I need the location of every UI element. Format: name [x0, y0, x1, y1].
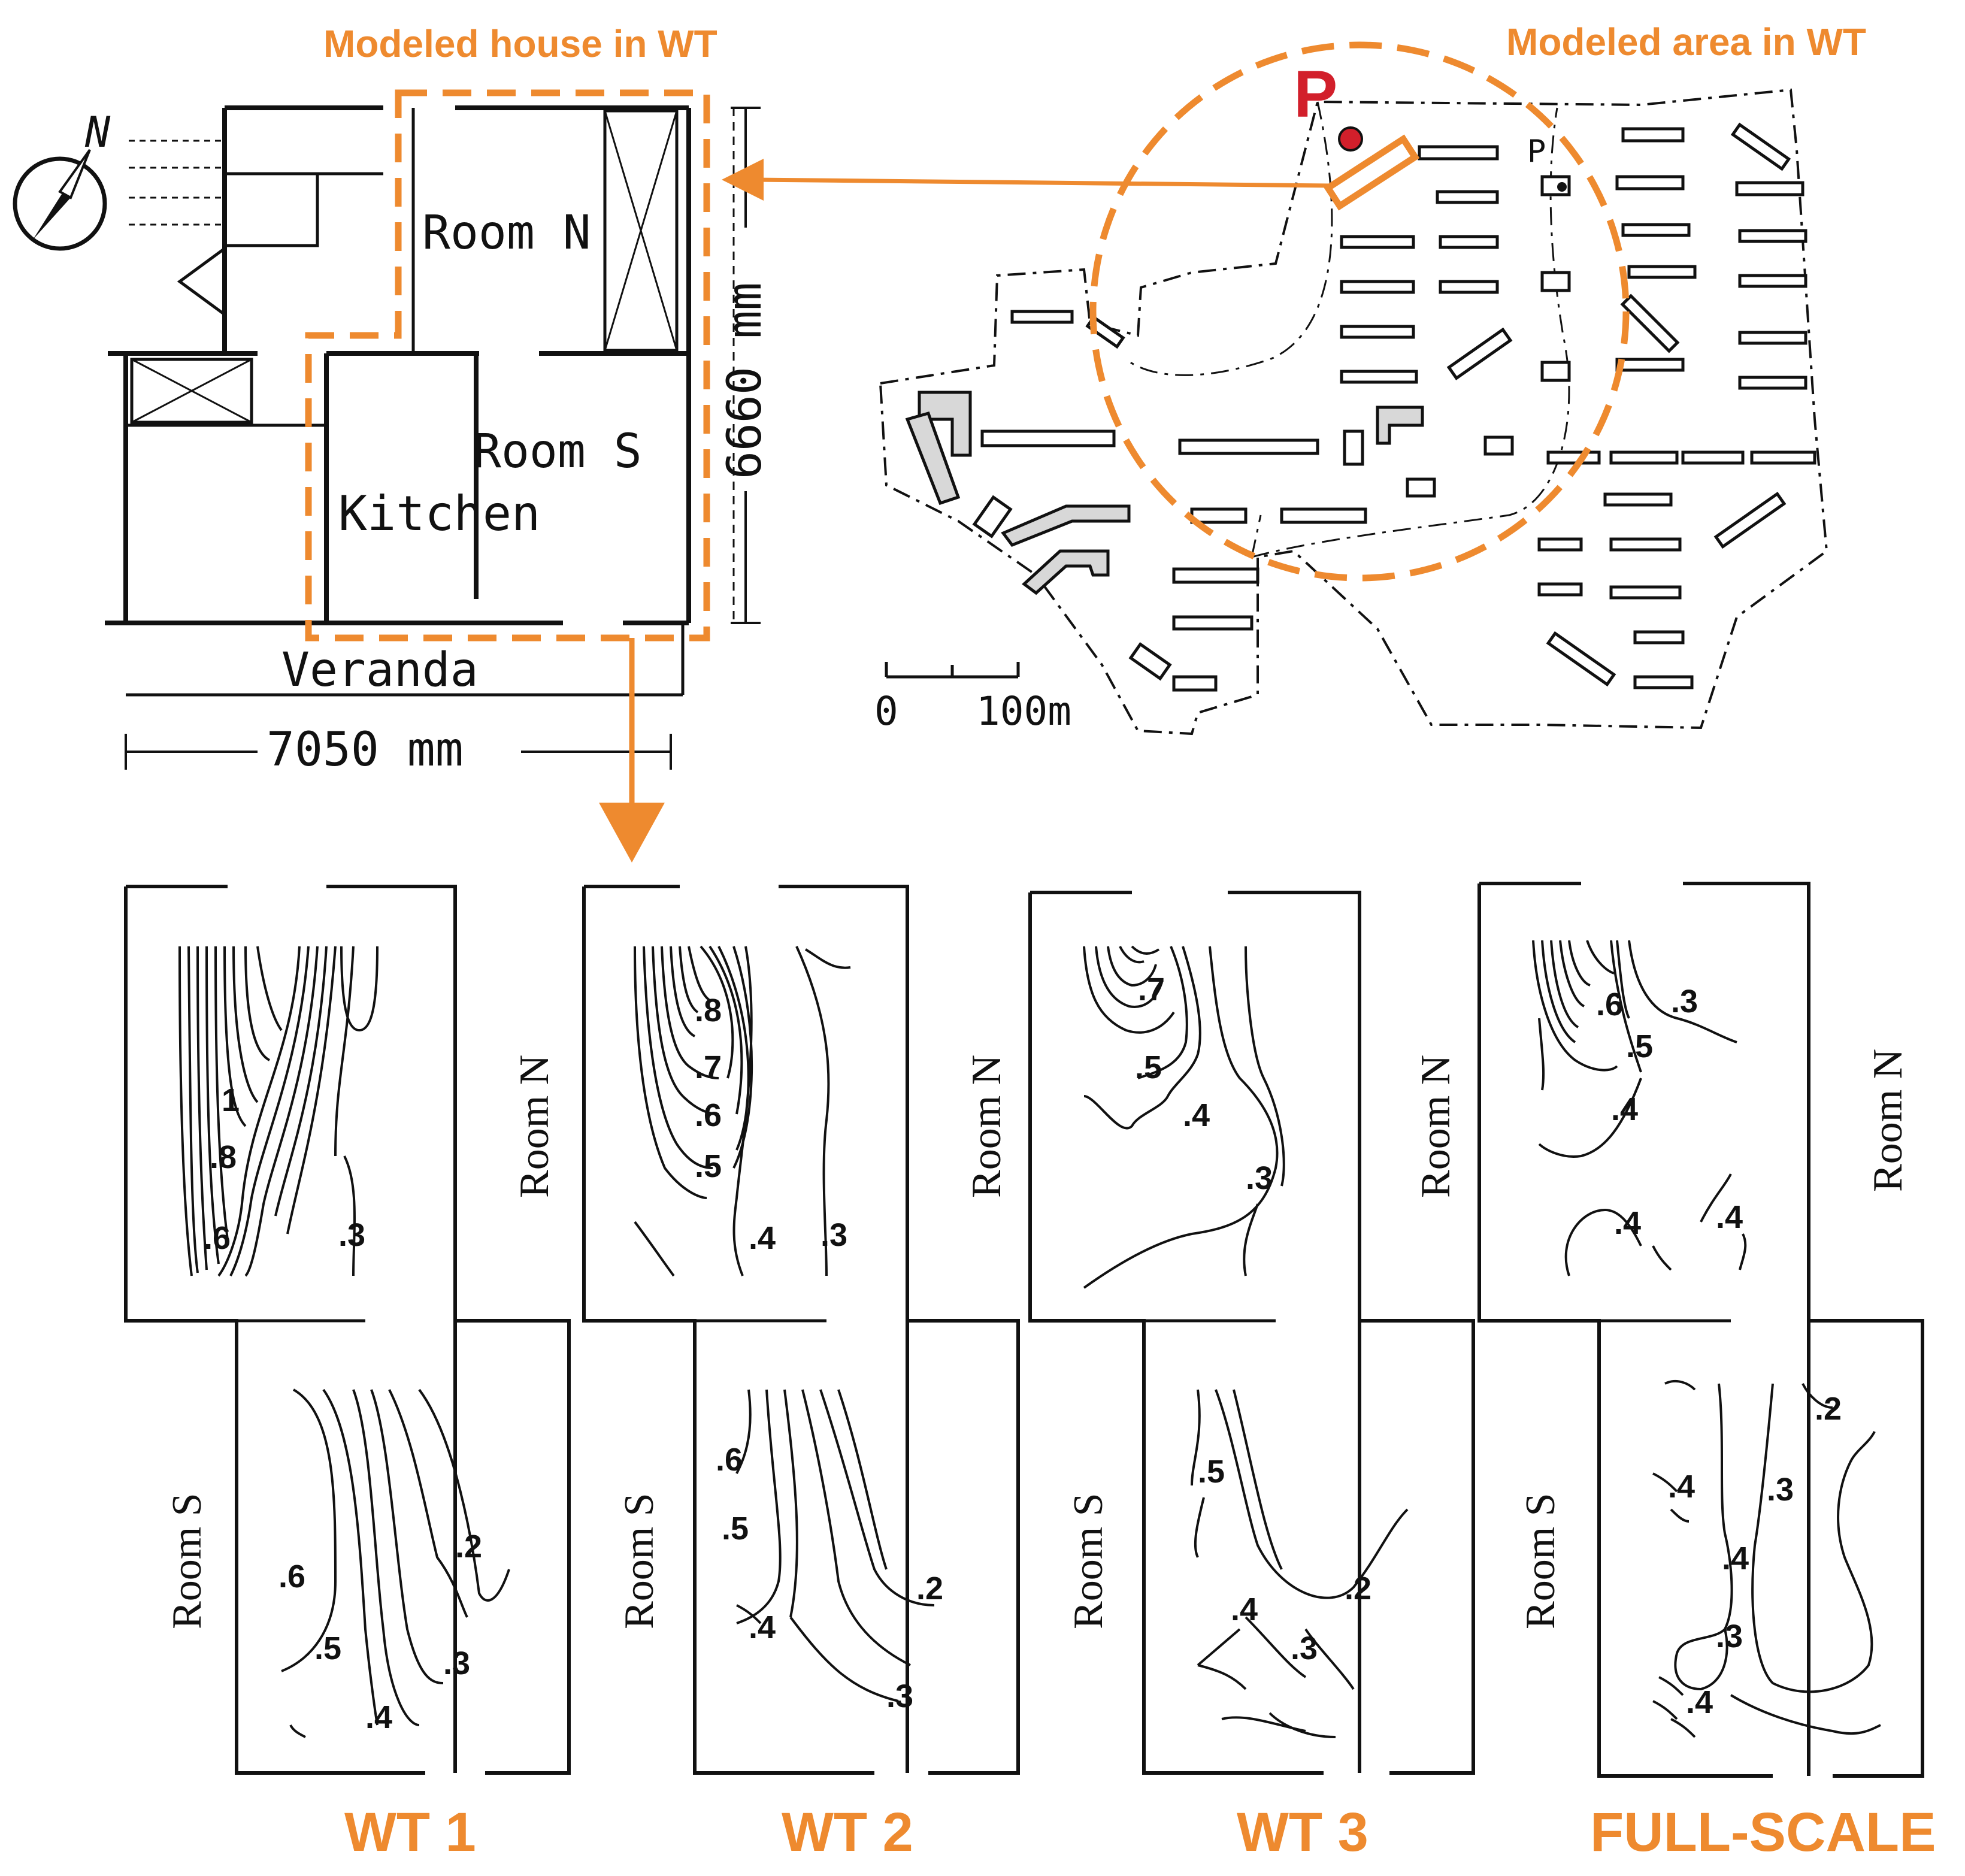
floor-plan: Modeled house in WT N Room N Room S	[13, 22, 772, 777]
scale-end-label: 100m	[976, 688, 1071, 734]
contour-label: .4	[1668, 1469, 1695, 1505]
panel-wt1: 1 .8 .6 .3 .6 .5 .4 .2 .3 Room N Room S …	[124, 885, 571, 1863]
contour-label: .2	[455, 1529, 482, 1565]
site-point-marker	[1338, 126, 1363, 152]
panel-wt3: .7 .5 .4 .3 .5 .2 .4 .3 Room N Room S WT…	[1028, 891, 1475, 1863]
contour-label: .4	[749, 1609, 776, 1645]
contour-label: .3	[1767, 1472, 1794, 1508]
contour-label: .3	[1291, 1630, 1318, 1666]
contour-label: 1	[222, 1082, 240, 1118]
panel-room-n-label: Room N	[1413, 1055, 1459, 1198]
contour-label: .4	[1686, 1684, 1713, 1720]
compass-icon: N	[13, 108, 222, 251]
contour-label: .3	[338, 1217, 365, 1253]
contour-label: .3	[820, 1217, 847, 1253]
contour-label: .5	[314, 1630, 341, 1666]
width-dimension: 7050 mm	[125, 723, 672, 777]
contour-label: .6	[204, 1220, 231, 1256]
panel-room-n-label: Room N	[1865, 1049, 1911, 1192]
modeled-house-highlight	[1323, 134, 1420, 211]
contour-label: .3	[1716, 1618, 1743, 1654]
site-map: Modeled area in WT	[722, 20, 1866, 736]
contour-label: .7	[695, 1049, 722, 1085]
modeled-area-label: Modeled area in WT	[1506, 20, 1866, 63]
contour-label: .8	[695, 993, 722, 1028]
contour-label: .4	[1716, 1199, 1743, 1235]
panel-room-s-label: Room S	[164, 1493, 210, 1629]
contour-label: .4	[1231, 1591, 1258, 1627]
contour-label: .4	[1183, 1097, 1210, 1133]
contour-label: .7	[1138, 972, 1165, 1007]
panel-caption: FULL-SCALE	[1590, 1802, 1936, 1863]
panel-wt2: .8 .7 .6 .5 .4 .3 .6 .5 .4 .2 .3 Room N …	[582, 885, 1020, 1863]
plan-veranda-label: Veranda	[281, 643, 479, 697]
contour-label: .4	[365, 1699, 392, 1735]
plan-to-panels-arrow	[599, 638, 665, 863]
contour-label: .4	[749, 1220, 776, 1256]
contour-label: .5	[1198, 1454, 1225, 1490]
contour-label: .5	[1135, 1049, 1162, 1085]
contour-label: .3	[886, 1678, 913, 1714]
contour-label: .3	[443, 1645, 470, 1681]
plan-room-s-label: Room S	[473, 425, 642, 479]
contour-label: .5	[695, 1148, 722, 1184]
panel-room-s-label: Room S	[1065, 1493, 1112, 1629]
contour-label: .4	[1614, 1205, 1641, 1241]
contour-label: .2	[916, 1571, 943, 1606]
contour-label: .4	[1611, 1091, 1638, 1127]
panel-caption: WT 3	[1237, 1802, 1368, 1863]
plan-depth-label: 6660 mm	[718, 282, 772, 479]
contour-label: .2	[1345, 1571, 1371, 1606]
scale-zero-label: 0	[874, 688, 898, 734]
contour-label: .6	[695, 1097, 722, 1133]
plan-walls	[105, 105, 735, 697]
contour-label: .3	[1671, 984, 1698, 1019]
modeled-house-label: Modeled house in WT	[323, 22, 717, 65]
panel-caption: WT 1	[344, 1802, 476, 1863]
compass-letter: N	[84, 108, 111, 157]
panel-full-scale: .6 .3 .5 .4 .4 .4 .2 .4 .3 .4 .3 .4 Room…	[1477, 882, 1936, 1863]
plan-width-label: 7050 mm	[267, 723, 464, 777]
modeled-house-outline	[305, 89, 710, 642]
contour-label: .6	[278, 1559, 305, 1594]
panel-outline	[1477, 882, 1924, 1778]
site-buildings	[972, 122, 1816, 692]
panel-room-s-label: Room S	[1518, 1493, 1564, 1629]
panel-room-n-label: Room N	[511, 1055, 558, 1198]
map-to-plan-arrow	[722, 159, 1333, 201]
site-point-p-label: P	[1294, 58, 1337, 131]
site-point-p-small: P	[1527, 134, 1546, 170]
panel-room-s-label: Room S	[616, 1493, 662, 1629]
contour-label: .5	[722, 1511, 749, 1547]
contour-label: .3	[1246, 1160, 1273, 1196]
plan-room-n-label: Room N	[422, 206, 591, 260]
panel-caption: WT 2	[782, 1802, 913, 1863]
plan-kitchen-label: Kitchen	[338, 486, 540, 541]
contour-label: .6	[716, 1442, 743, 1478]
contour-label: .4	[1722, 1541, 1749, 1577]
scale-bar: 0 100m	[874, 662, 1071, 734]
panel-room-n-label: Room N	[964, 1055, 1010, 1198]
contour-label: .6	[1596, 987, 1623, 1022]
site-hatched-buildings	[905, 391, 1424, 595]
contour-label: .8	[210, 1139, 237, 1175]
modeled-area-circle	[1089, 41, 1630, 582]
contour-label: .2	[1815, 1391, 1842, 1427]
contour-label: .5	[1626, 1028, 1653, 1064]
site-boundary	[879, 88, 1828, 736]
